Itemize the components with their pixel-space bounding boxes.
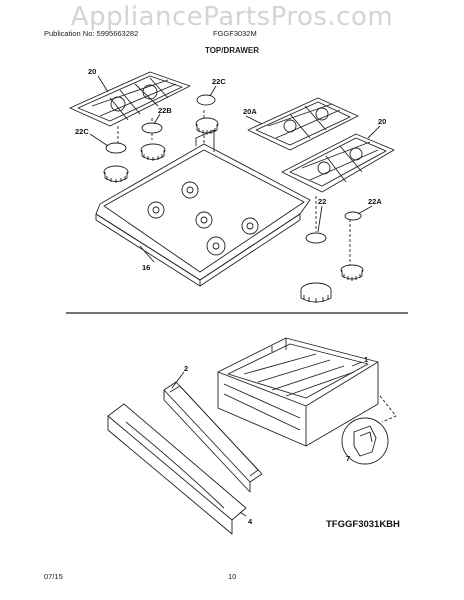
- page-number: 10: [228, 572, 237, 581]
- drawer: [217, 337, 379, 447]
- section-title: TOP/DRAWER: [204, 46, 260, 55]
- callout-22a: 22A: [368, 197, 382, 206]
- watermark: AppliancePartsPros.com: [70, 2, 394, 32]
- drawer-frame: [163, 381, 263, 493]
- drawer-front: [107, 403, 247, 535]
- burner-heads: [103, 117, 364, 303]
- callout-20-right: 20: [378, 117, 386, 126]
- callout-22c-top: 22C: [212, 77, 226, 86]
- callout-7: 7: [346, 454, 350, 463]
- right-grate-20a: [247, 97, 359, 151]
- diagram-code: TFGGF3031KBH: [326, 519, 400, 530]
- callout-20-left: 20: [88, 67, 96, 76]
- callout-22c-left: 22C: [75, 127, 89, 136]
- callout-2: 2: [184, 364, 188, 373]
- callout-16: 16: [142, 263, 150, 272]
- callout-22b: 22B: [158, 106, 172, 115]
- footer-date: 07/15: [44, 572, 63, 581]
- model-number: FGGF3032M: [213, 29, 257, 38]
- callout-4: 4: [248, 517, 253, 526]
- right-grate-20: [281, 133, 395, 193]
- cooktop: [95, 129, 311, 287]
- callout-20a: 20A: [243, 107, 257, 116]
- callout-1: 1: [364, 355, 368, 364]
- detail-inset: [341, 395, 397, 465]
- publication-number: Publication No: 5995663282: [44, 29, 139, 38]
- callout-22: 22: [318, 197, 326, 206]
- left-grate: [69, 71, 191, 127]
